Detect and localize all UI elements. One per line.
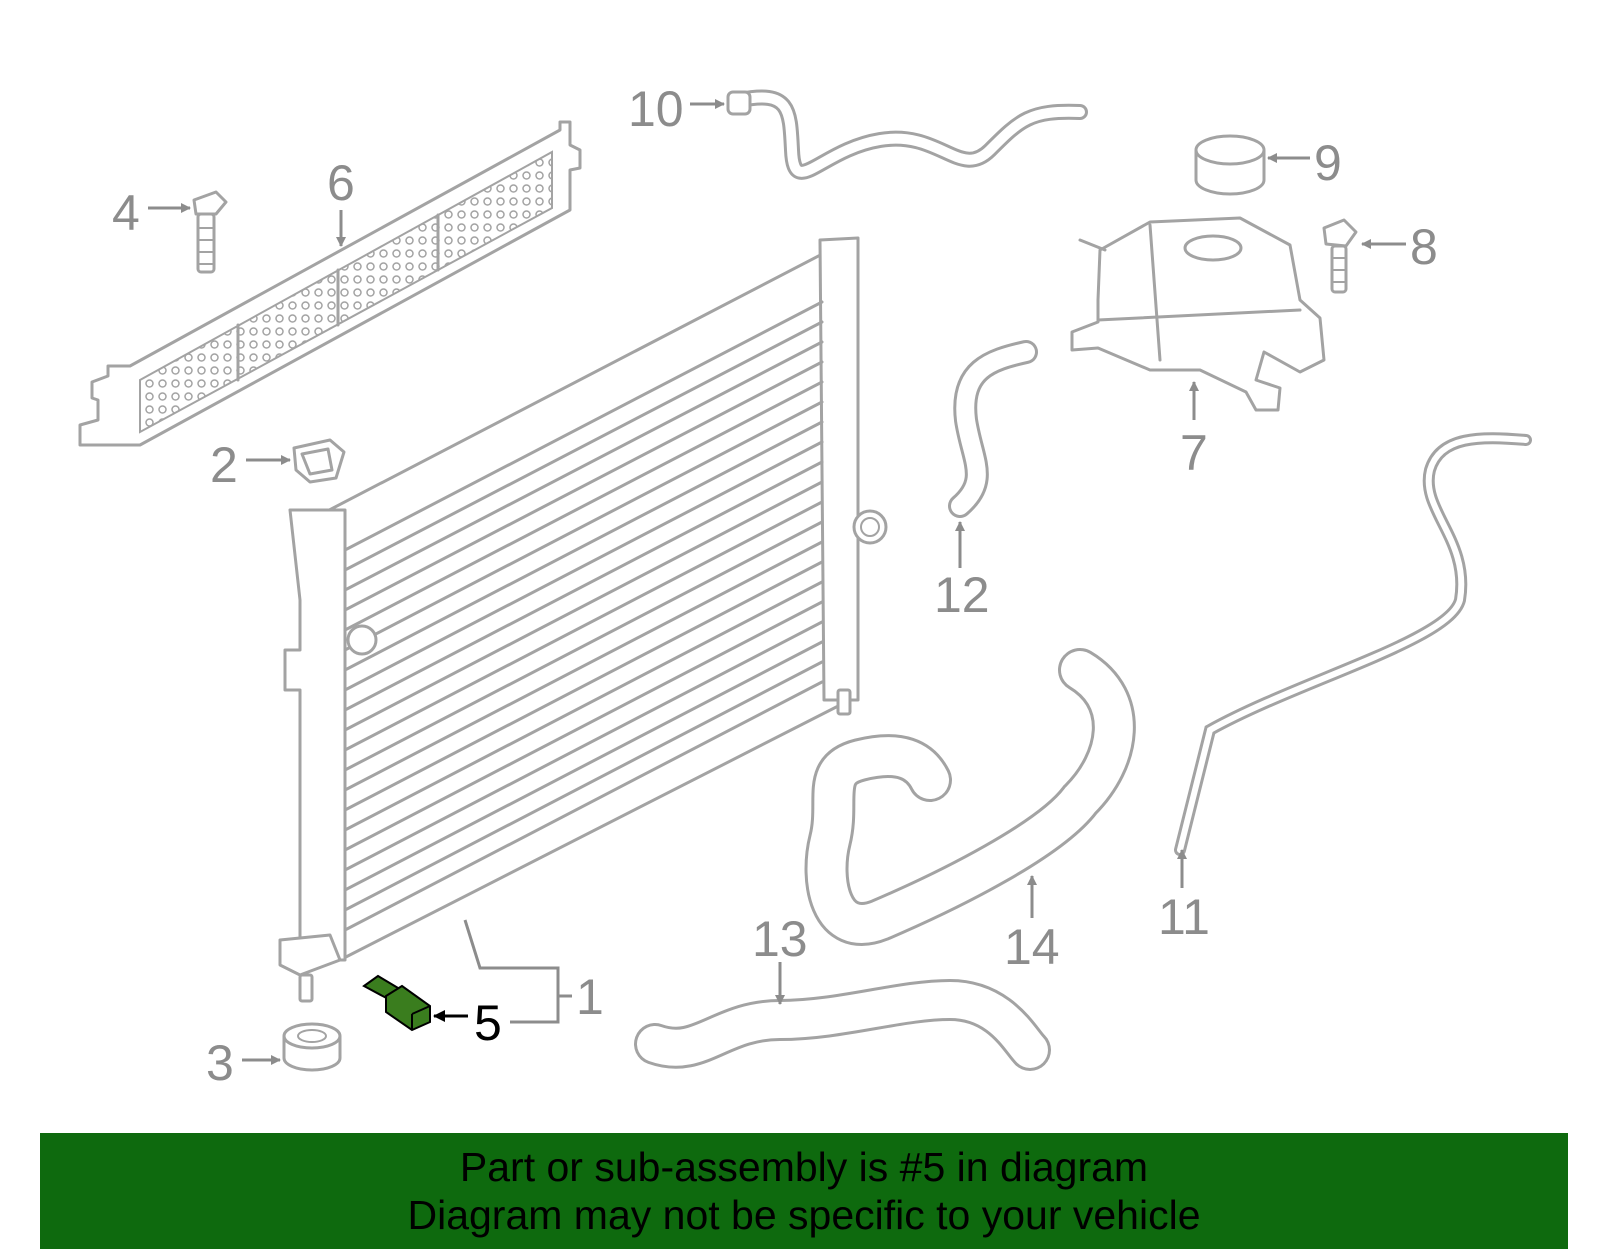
- part-3-grommet: [282, 1022, 342, 1072]
- part-1-radiator: [278, 236, 888, 1003]
- banner-line-1: Part or sub-assembly is #5 in diagram: [459, 1144, 1149, 1190]
- callout-12: 12: [934, 521, 990, 623]
- parts-diagram: 1 2 3 4 5 6 7 8 9 10 11 12: [78, 81, 1532, 1091]
- callout-14: 14: [1004, 875, 1060, 975]
- part-11-hose: [1174, 432, 1532, 856]
- callout-1: 1: [463, 919, 604, 1025]
- part-5-sensor-highlighted: [362, 974, 431, 1032]
- callout-6: 6: [327, 155, 355, 247]
- svg-text:12: 12: [934, 567, 990, 623]
- banner-line-2: Diagram may not be specific to your vehi…: [407, 1192, 1201, 1238]
- svg-text:10: 10: [628, 81, 684, 137]
- callout-3: 3: [206, 1035, 281, 1091]
- part-7-reservoir: [1070, 216, 1326, 412]
- svg-text:1: 1: [576, 969, 604, 1025]
- part-10-hose: [726, 89, 1088, 180]
- svg-text:6: 6: [327, 155, 355, 211]
- info-banner: Part or sub-assembly is #5 in diagram Di…: [40, 1133, 1568, 1249]
- callout-2: 2: [210, 437, 291, 493]
- callout-4: 4: [112, 185, 191, 241]
- svg-text:11: 11: [1158, 889, 1210, 945]
- callout-5: 5: [433, 995, 502, 1051]
- svg-text:14: 14: [1004, 919, 1060, 975]
- svg-text:2: 2: [210, 437, 238, 493]
- svg-text:3: 3: [206, 1035, 234, 1091]
- callout-8: 8: [1361, 219, 1438, 275]
- svg-text:4: 4: [112, 185, 140, 241]
- part-12-hose: [948, 340, 1038, 518]
- part-2-clip: [292, 438, 346, 484]
- part-13-hose: [634, 978, 1051, 1071]
- svg-text:7: 7: [1180, 425, 1208, 481]
- callout-7: 7: [1180, 381, 1208, 481]
- part-6-air-deflector: [78, 120, 582, 447]
- svg-text:9: 9: [1314, 135, 1342, 191]
- part-8-bolt: [1322, 218, 1358, 294]
- part-9-cap: [1194, 134, 1266, 196]
- svg-text:5: 5: [474, 995, 502, 1051]
- callout-13: 13: [752, 911, 808, 1005]
- part-4-bolt: [192, 190, 228, 274]
- callout-9: 9: [1267, 135, 1342, 191]
- callout-10: 10: [628, 81, 725, 137]
- svg-text:13: 13: [752, 911, 808, 967]
- svg-text:8: 8: [1410, 219, 1438, 275]
- callout-11: 11: [1158, 849, 1210, 945]
- radiator-tubes: [343, 300, 824, 932]
- part-14-hose: [804, 648, 1136, 946]
